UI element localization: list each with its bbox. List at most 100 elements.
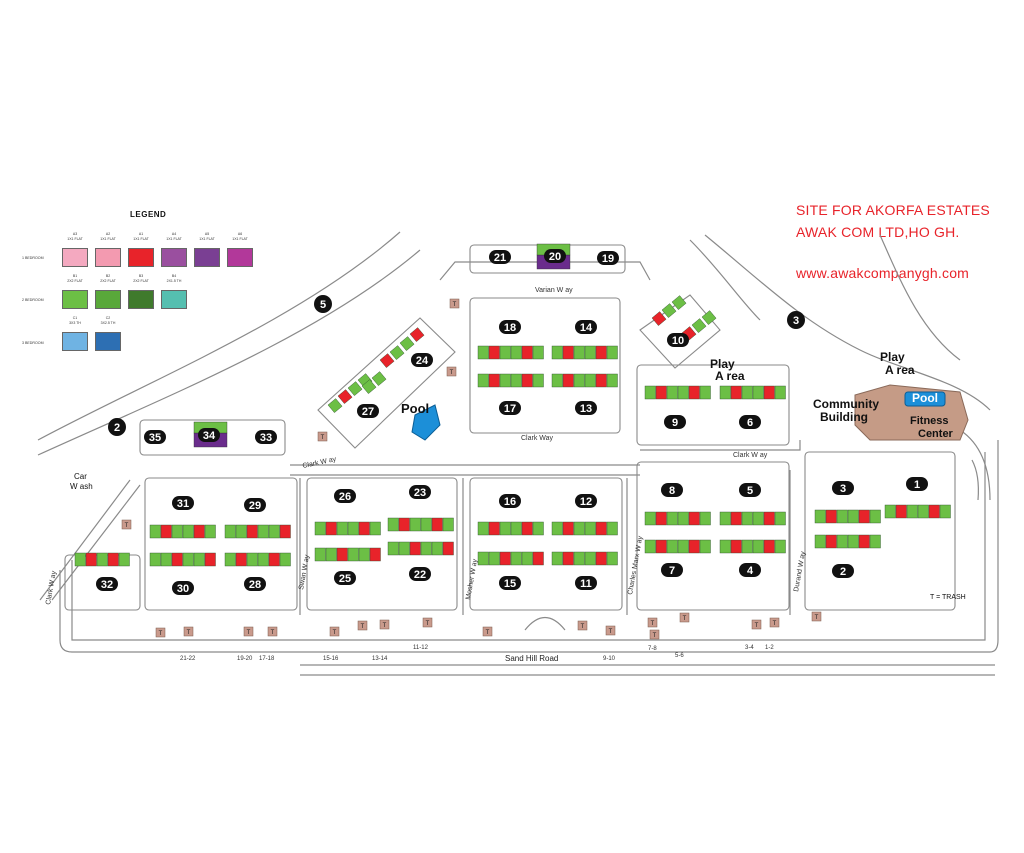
legend-code-c1: C1 bbox=[72, 316, 78, 320]
unit-tile bbox=[814, 534, 826, 549]
trash-marker bbox=[155, 627, 166, 638]
trash-marker-letter: T bbox=[683, 616, 687, 622]
fitness-label-1: Fitness bbox=[910, 415, 949, 427]
building-badge-17 bbox=[499, 401, 521, 415]
unit-tile bbox=[235, 552, 247, 567]
block-outline bbox=[469, 297, 621, 434]
unit-tile bbox=[847, 509, 859, 524]
unit-tile bbox=[730, 385, 742, 400]
trash-marker bbox=[605, 625, 616, 636]
legend-swatch-c1 bbox=[62, 332, 88, 351]
building-badge-33 bbox=[255, 430, 277, 444]
legend-code-a6: A6 bbox=[237, 232, 243, 236]
unit-tile bbox=[825, 509, 837, 524]
unit-tile bbox=[562, 521, 574, 536]
pool-small-shape bbox=[411, 404, 441, 441]
legend-code-b3: B3 bbox=[138, 274, 144, 278]
legend-type-b4: 2X1.5 TH bbox=[166, 279, 182, 283]
trash-marker-letter: T bbox=[125, 523, 129, 529]
unit-tile bbox=[336, 521, 348, 536]
unit-tile bbox=[409, 517, 421, 532]
website-link[interactable]: www.awakcompanygh.com bbox=[796, 265, 970, 281]
building-number-30: 30 bbox=[177, 583, 189, 595]
unit-tile bbox=[691, 318, 707, 333]
unit-tile bbox=[551, 551, 563, 566]
building-badge-22 bbox=[409, 567, 431, 581]
legend-swatch-a5 bbox=[194, 248, 220, 267]
legend-code-a3: A3 bbox=[72, 232, 78, 236]
lot-label-21-22: 21-22 bbox=[180, 656, 196, 662]
unit-tile bbox=[677, 539, 689, 554]
building-number-24: 24 bbox=[416, 355, 429, 367]
legend-row-label-2br: 2 BEDROOM bbox=[22, 298, 44, 302]
building-badge-6 bbox=[739, 415, 761, 429]
unit-tile bbox=[701, 310, 717, 325]
community-label-2: Building bbox=[820, 410, 868, 424]
unit-tile bbox=[96, 552, 108, 567]
legend-type-a1: 1X1 FLAT bbox=[133, 237, 149, 241]
unit-tile bbox=[521, 521, 533, 536]
car-wash-label-line1: Car bbox=[74, 472, 87, 481]
unit-tile bbox=[595, 521, 607, 536]
building-number-1: 1 bbox=[914, 479, 920, 491]
unit-tile bbox=[387, 517, 399, 532]
boundary-curve-east bbox=[704, 234, 991, 411]
unit-tile bbox=[510, 373, 522, 388]
unit-tile bbox=[279, 552, 291, 567]
unit-tile bbox=[477, 373, 489, 388]
zone-circle-5 bbox=[787, 311, 805, 329]
unit-tile bbox=[314, 547, 326, 562]
street-varian-way: Varian W ay bbox=[535, 287, 573, 294]
unit-tile bbox=[677, 385, 689, 400]
unit-tile bbox=[409, 541, 421, 556]
unit-tile bbox=[551, 521, 563, 536]
trash-marker-letter: T bbox=[581, 624, 585, 630]
legend-type-a2: 1X1 FLAT bbox=[100, 237, 116, 241]
unit-tile bbox=[847, 534, 859, 549]
unit-tile bbox=[235, 524, 247, 539]
trash-marker bbox=[243, 626, 254, 637]
unit-tile bbox=[763, 385, 775, 400]
unit-tile bbox=[666, 511, 678, 526]
unit-tile bbox=[532, 373, 544, 388]
unit-tile bbox=[774, 511, 786, 526]
unit-tile bbox=[369, 547, 381, 562]
unit-tile bbox=[532, 521, 544, 536]
legend-code-b4: B4 bbox=[171, 274, 177, 278]
street-sand-hill-road: Sand Hill Road bbox=[505, 654, 558, 663]
trash-marker-letter: T bbox=[383, 623, 387, 629]
building-badge-11 bbox=[575, 576, 597, 590]
trash-marker bbox=[769, 617, 780, 628]
unit-tile bbox=[510, 345, 522, 360]
unit-tile bbox=[336, 547, 348, 562]
legend-code-a1: A1 bbox=[138, 232, 144, 236]
unit-tile bbox=[499, 373, 511, 388]
street-clark-way-4: Clark W ay bbox=[45, 570, 58, 605]
building-badge-34 bbox=[198, 428, 220, 442]
unit-tile bbox=[699, 385, 711, 400]
unit-tile bbox=[774, 385, 786, 400]
legend-row-label-1br: 1 BEDROOM bbox=[22, 256, 44, 260]
car-wash-label-line2: W ash bbox=[70, 482, 93, 491]
trash-marker bbox=[811, 611, 822, 622]
play-area-label-2a: Play bbox=[880, 350, 905, 364]
building-badge-2 bbox=[832, 564, 854, 578]
unit-tile bbox=[719, 539, 731, 554]
unit-tile bbox=[858, 509, 870, 524]
unit-tile bbox=[741, 385, 753, 400]
unit-tile bbox=[389, 345, 405, 360]
unit-tile bbox=[488, 373, 500, 388]
legend-code-a4: A4 bbox=[171, 232, 177, 236]
trash-marker-letter: T bbox=[271, 630, 275, 636]
building-badge-5 bbox=[739, 483, 761, 497]
unit-tile bbox=[257, 552, 269, 567]
play-area-label-1a: Play bbox=[710, 357, 735, 371]
building-badge-18 bbox=[499, 320, 521, 334]
unit-tile bbox=[666, 385, 678, 400]
zone-circle-2 bbox=[108, 418, 126, 436]
unit-tile bbox=[741, 511, 753, 526]
trash-marker bbox=[379, 619, 390, 630]
block-outline bbox=[144, 477, 298, 611]
pool-label-2: Pool bbox=[912, 391, 938, 405]
